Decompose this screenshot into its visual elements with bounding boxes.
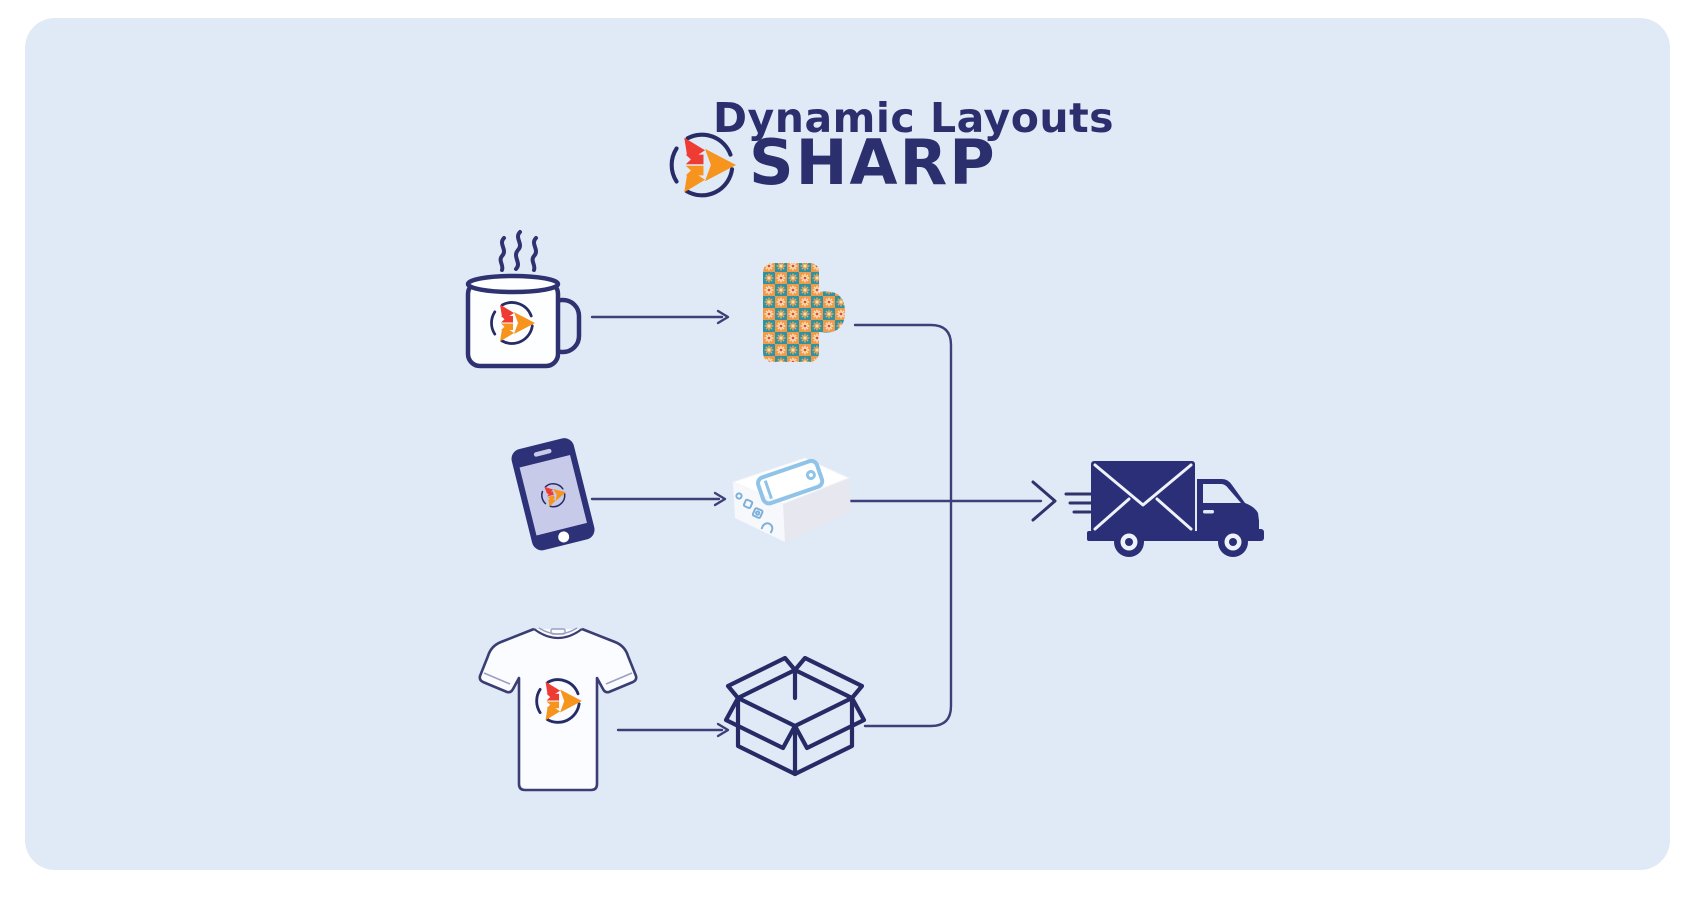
steam-icon: [498, 230, 538, 272]
box-back-right-flap: [792, 655, 865, 701]
coffee-mug-icon: [465, 230, 582, 369]
open-shipping-box-icon: [723, 655, 867, 777]
phone-retail-box-icon: [731, 457, 851, 542]
tagline-text: Dynamic Layouts: [713, 94, 1115, 142]
delivery-truck-envelope-icon: [1087, 461, 1264, 557]
envelope-lines: [1093, 463, 1193, 531]
illustration-card: Dynamic Layouts SHARP: [25, 18, 1670, 870]
phone-speaker: [533, 448, 552, 457]
tshirt-icon: [478, 627, 638, 792]
tshirt-collar: [533, 627, 583, 640]
box-phone-graphic: [756, 458, 825, 506]
wrapped-mug-shape: [763, 263, 845, 362]
tshirt-sleeve-hems: [483, 672, 633, 685]
box-side-face: [783, 478, 851, 542]
phone-screen: [519, 454, 587, 536]
truck-window: [1203, 484, 1241, 503]
tshirt-body: [478, 627, 638, 792]
truck-chassis: [1087, 531, 1203, 541]
truck-bumper: [1255, 529, 1264, 541]
big-arrowhead: [1031, 480, 1057, 522]
smartphone-icon: [511, 438, 595, 551]
brand-text: SHARP: [749, 126, 997, 199]
truck-door-handle: [1203, 510, 1214, 514]
truck-wheels: [1114, 527, 1248, 557]
box-back-left-flap: [725, 655, 798, 701]
truck-envelope-cargo: [1091, 461, 1195, 533]
phone-home-button: [558, 531, 570, 543]
mug-body: [465, 273, 582, 369]
gift-wrapped-mug-icon: [763, 263, 845, 362]
box-feature-icons: [735, 492, 774, 534]
box-front-left-flap: [723, 695, 798, 751]
